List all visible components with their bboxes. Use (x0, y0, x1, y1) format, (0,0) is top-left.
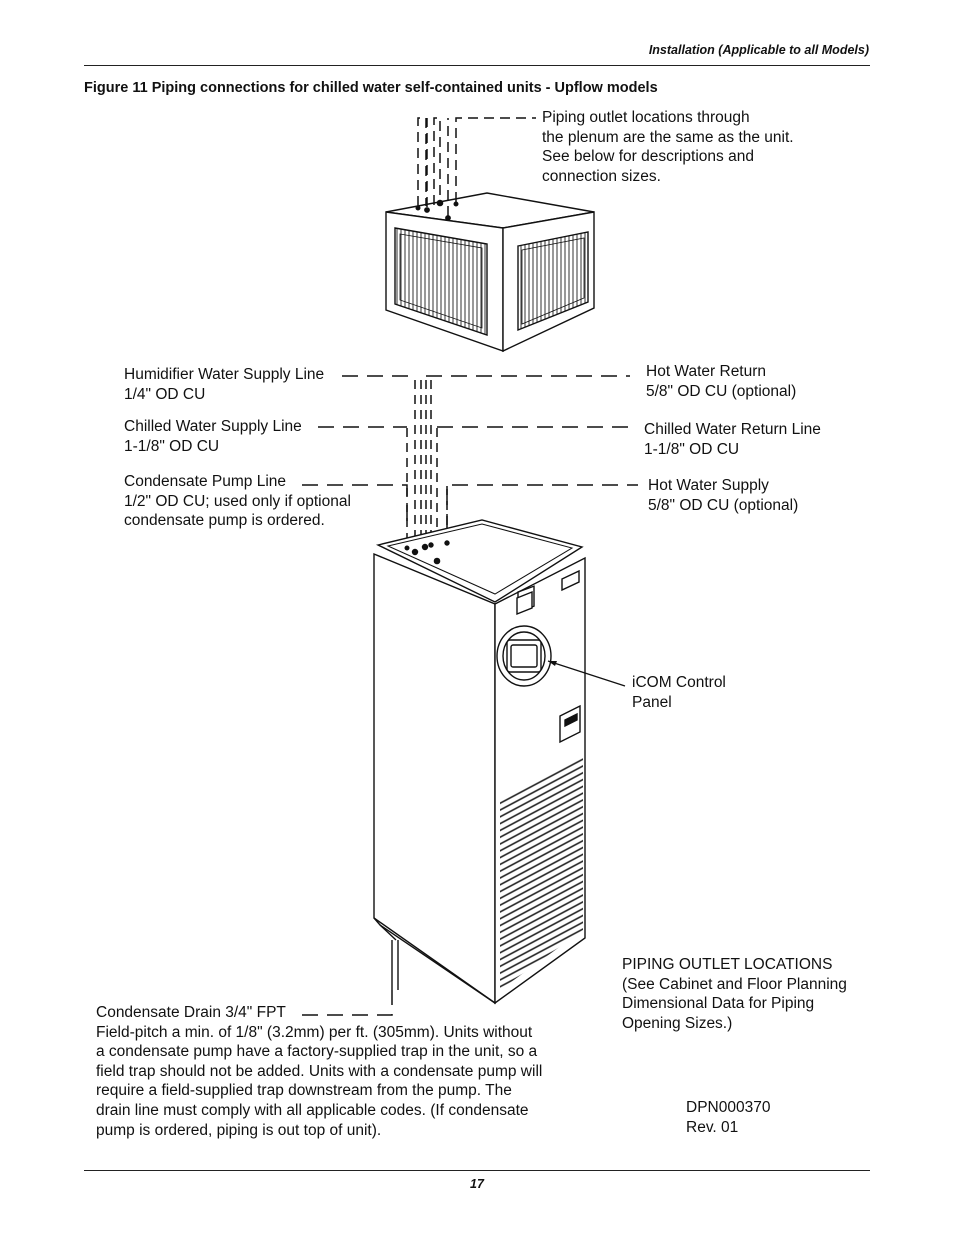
cabinet (373, 519, 586, 1005)
condensate-drain-note: Condensate Drain 3/4" FPT Field-pitch a … (96, 1003, 576, 1140)
connection-risers (406, 380, 448, 545)
page-number: 17 (470, 1177, 484, 1191)
running-header: Installation (Applicable to all Models) (648, 43, 869, 57)
plenum-box (385, 192, 595, 353)
chilled-return-label: Chilled Water Return Line 1-1/8" OD CU (644, 421, 821, 458)
chilled-supply-label: Chilled Water Supply Line 1-1/8" OD CU (124, 418, 302, 455)
plenum-risers (417, 117, 536, 216)
plenum-note: Piping outlet locations through the plen… (542, 109, 794, 185)
header-rule (84, 65, 870, 66)
icom-leader (547, 660, 626, 687)
footer-rule (84, 1170, 870, 1171)
leader-lines (302, 375, 638, 1016)
document-id: DPN000370 Rev. 01 (686, 1099, 771, 1136)
icom-label: iCOM Control Panel (632, 674, 726, 711)
drain-title: Condensate Drain 3/4" FPT (96, 1004, 286, 1021)
hot-water-supply-label: Hot Water Supply 5/8" OD CU (optional) (648, 477, 799, 514)
piping-outlet-note: PIPING OUTLET LOCATIONS (See Cabinet and… (622, 956, 847, 1032)
condensate-pump-label: Condensate Pump Line 1/2" OD CU; used on… (124, 473, 351, 530)
hot-water-return-label: Hot Water Return 5/8" OD CU (optional) (646, 363, 797, 400)
humidifier-label: Humidifier Water Supply Line 1/4" OD CU (124, 366, 325, 403)
figure-title: Figure 11 Piping connections for chilled… (84, 80, 658, 96)
